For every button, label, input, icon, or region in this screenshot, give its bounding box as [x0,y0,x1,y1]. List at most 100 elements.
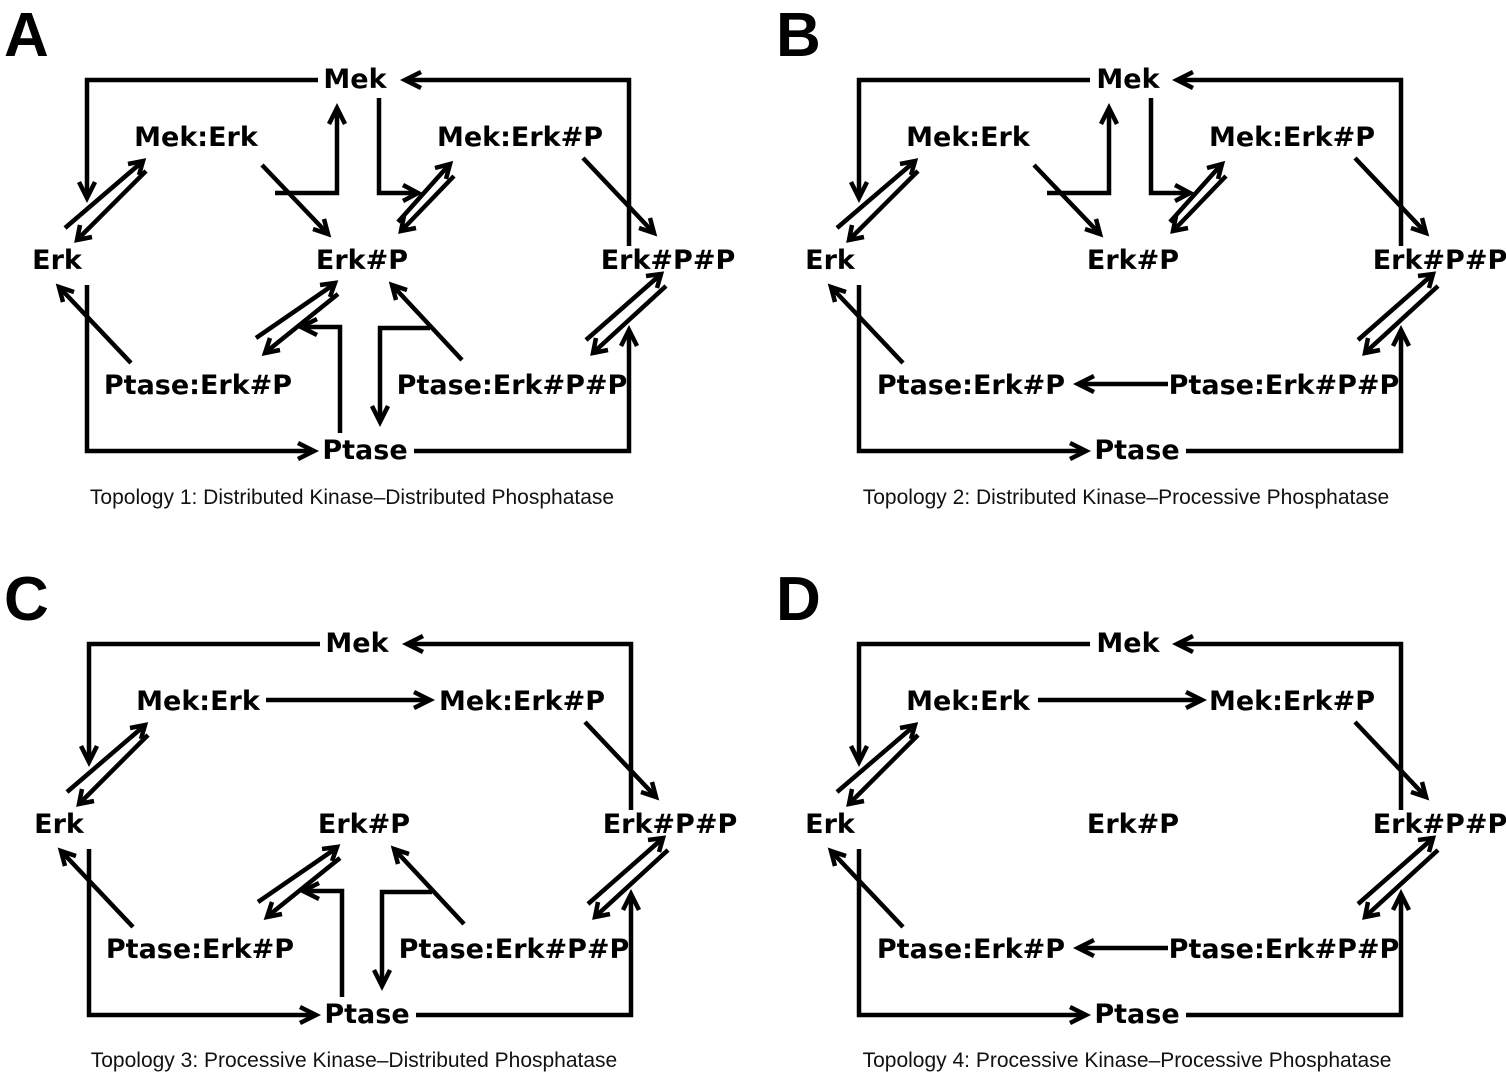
arrow-erkp-mek-erkp-binding [396,160,456,234]
node-mek-erk: Mek:Erk [906,686,1031,717]
arrow-ptase-loop-left [86,849,322,1026]
node-mek: Mek [1096,628,1160,659]
arrow-ptase-erkp-to-erk [55,283,133,365]
node-ptase: Ptase [1094,999,1179,1030]
node-mek-erk: Mek:Erk [906,122,1031,153]
panel-letter-a: A [4,1,49,70]
arrow-mek-erkp-to-erkpp [583,720,660,801]
arrow-mek-erkp-to-erkpp [1353,156,1430,237]
arrow-ptase-erkpp-to-ptase-erkp [1072,373,1168,395]
arrow-ptase-erkp-binding [254,280,340,356]
arrow-erkpp-ptase-binding [584,271,668,356]
arrow-erkpp-to-mek [399,69,632,246]
node-erkp: Erk#P [316,245,408,276]
arrow-ptase-release-left [297,880,345,997]
arrow-ptase-erkp-to-erk [827,283,905,365]
node-ptase-erkpp: Ptase:Erk#P#P [1169,370,1400,401]
arrow-erkpp-to-mek [1171,633,1404,810]
node-erkpp: Erk#P#P [601,245,736,276]
arrow-ptase-loop-left [856,849,1092,1026]
node-erk: Erk [805,245,856,276]
node-erkpp: Erk#P#P [1373,809,1506,840]
arrow-erk-mek-erk-binding [65,722,150,807]
arrow-mek-erk-to-erkp [260,163,332,238]
node-erkpp: Erk#P#P [603,809,738,840]
arrow-mek-to-erk [76,77,318,204]
node-mek-erk: Mek:Erk [136,686,261,717]
arrow-ptase-erkp-to-erk [827,847,905,929]
node-mek-erkp: Mek:Erk#P [437,122,603,153]
arrow-ptase-erkp-to-erk [57,847,135,929]
node-erk: Erk [32,245,83,276]
node-mek-erkp: Mek:Erk#P [1209,122,1375,153]
node-ptase: Ptase [1094,435,1179,466]
node-erkp: Erk#P [1087,245,1179,276]
arrow-erkpp-ptase-binding [1356,835,1440,920]
arrow-ptase-loop-right [1186,888,1412,1018]
arrow-ptase-loop-left [84,285,320,462]
arrow-ptase-erkpp-release [371,889,432,992]
node-mek-erk: Mek:Erk [134,122,259,153]
node-ptase-erkp: Ptase:Erk#P [104,370,292,401]
arrow-erk-mek-erk-binding [63,158,148,243]
arrow-mek-erk-release-mek [1047,102,1120,196]
arrow-mek-erkp-to-erkpp [581,156,658,237]
node-mek: Mek [323,64,387,95]
arrow-ptase-erkpp-release [369,325,430,428]
arrow-erkpp-ptase-binding [586,835,670,920]
arrow-mek-erk-release-mek [275,102,348,196]
panel-topology-1: A Mek Mek:Erk Mek:Erk#P Erk Erk#P Erk#P#… [4,1,735,509]
node-mek-erkp: Mek:Erk#P [1209,686,1375,717]
caption-topology-1: Topology 1: Distributed Kinase–Distribut… [90,486,614,509]
node-erk: Erk [805,809,856,840]
arrow-erkp-mek-erkp-binding [1168,160,1228,234]
node-ptase-erkp: Ptase:Erk#P [106,934,294,965]
panel-letter-c: C [4,565,49,634]
node-erkp: Erk#P [1087,809,1179,840]
arrow-mek-to-erk [848,77,1090,204]
panel-topology-4: D Mek Mek:Erk Mek:Erk#P Erk Erk#P Erk#P#… [776,565,1506,1072]
arrow-mek-to-erk [78,641,320,768]
arrow-mek-bind-erkp [1148,98,1195,203]
node-mek: Mek [325,628,389,659]
arrow-mek-erk-to-erkp [1032,163,1104,238]
node-ptase-erkp: Ptase:Erk#P [877,934,1065,965]
arrow-ptase-erkpp-to-ptase-erkp [1072,937,1168,959]
arrow-ptase-loop-left [856,285,1092,462]
arrow-mek-erk-to-mek-erkp [266,689,436,711]
arrow-mek-erkp-to-erkpp [1353,720,1430,801]
node-mek-erkp: Mek:Erk#P [439,686,605,717]
arrow-erkpp-to-mek [1171,69,1404,246]
arrow-mek-erk-to-mek-erkp [1038,689,1208,711]
node-ptase-erkpp: Ptase:Erk#P#P [399,934,630,965]
caption-topology-4: Topology 4: Processive Kinase–Processive… [863,1049,1392,1072]
panel-topology-2: B Mek Mek:Erk Mek:Erk#P Erk Erk#P Erk#P#… [776,1,1506,509]
arrow-ptase-loop-right [414,324,640,454]
panel-letter-b: B [776,1,821,70]
arrow-ptase-erkpp-to-erkp [388,281,464,362]
caption-topology-2: Topology 2: Distributed Kinase–Processiv… [863,486,1389,509]
node-ptase-erkpp: Ptase:Erk#P#P [1169,934,1400,965]
node-erkp: Erk#P [318,809,410,840]
arrow-mek-to-erk [848,641,1090,768]
node-ptase: Ptase [322,435,407,466]
node-ptase-erkpp: Ptase:Erk#P#P [397,370,628,401]
node-ptase: Ptase [324,999,409,1030]
panel-topology-3: C Mek Mek:Erk Mek:Erk#P Erk Erk#P Erk#P#… [4,565,737,1072]
arrow-erk-mek-erk-binding [835,722,920,807]
node-ptase-erkp: Ptase:Erk#P [877,370,1065,401]
arrow-ptase-erkpp-to-erkp [390,845,466,926]
arrow-ptase-release-left [295,316,343,433]
arrow-mek-bind-erkp [376,98,423,203]
caption-topology-3: Topology 3: Processive Kinase–Distribute… [91,1049,617,1072]
node-erk: Erk [34,809,85,840]
arrow-ptase-loop-right [416,888,642,1018]
node-mek: Mek [1096,64,1160,95]
arrow-erkpp-to-mek [401,633,634,810]
panel-letter-d: D [776,565,821,634]
node-erkpp: Erk#P#P [1373,245,1506,276]
arrow-erk-mek-erk-binding [835,158,920,243]
arrow-ptase-erkp-binding [256,844,342,920]
arrow-ptase-loop-right [1186,324,1412,454]
